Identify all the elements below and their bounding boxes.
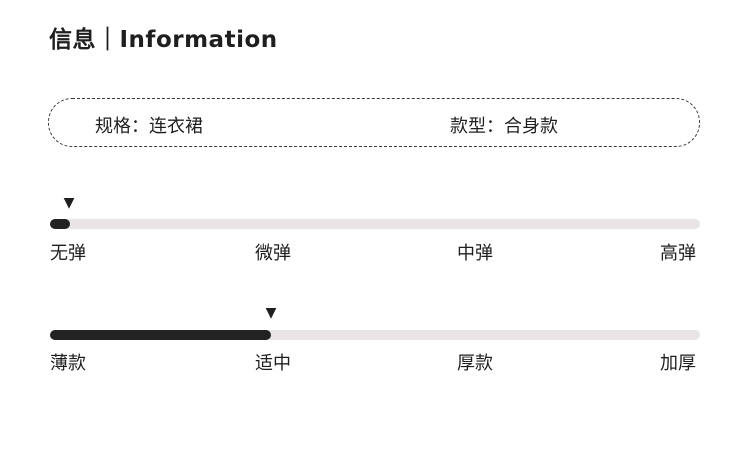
elasticity-scale: ▼ 无弹 微弹 中弹 高弹 [50, 196, 700, 266]
spec-fit: 款型：合身款 [450, 116, 558, 137]
thickness-fill [50, 330, 271, 340]
elasticity-option-medium: 中弹 [457, 243, 493, 264]
elasticity-option-slight: 微弹 [255, 243, 291, 264]
elasticity-option-high: 高弹 [660, 243, 696, 264]
elasticity-fill [50, 219, 70, 229]
spec-size: 规格：连衣裙 [95, 116, 203, 137]
thickness-track [50, 330, 700, 340]
spec-box: 规格：连衣裙 款型：合身款 [48, 98, 700, 147]
thickness-scale: ▼ 薄款 适中 厚款 加厚 [50, 306, 700, 376]
elasticity-track [50, 219, 700, 229]
thickness-option-thin: 薄款 [50, 353, 86, 374]
thickness-option-extra-thick: 加厚 [660, 353, 696, 374]
elasticity-option-none: 无弹 [50, 243, 86, 264]
thickness-option-thick: 厚款 [457, 353, 493, 374]
thickness-option-medium: 适中 [255, 353, 291, 374]
section-title: 信息｜Information [49, 27, 278, 53]
elasticity-marker-icon: ▼ [63, 195, 75, 211]
thickness-marker-icon: ▼ [265, 305, 277, 321]
